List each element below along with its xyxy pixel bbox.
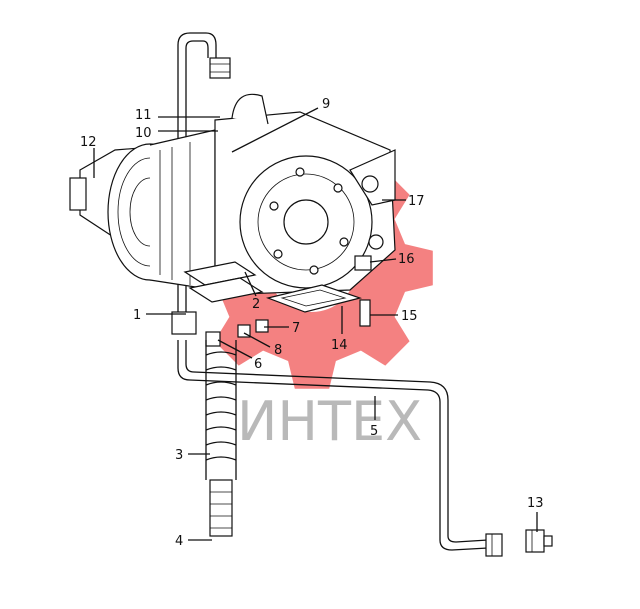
callout-12: 12 (80, 135, 97, 150)
callout-3: 3 (175, 448, 183, 463)
oil-return-pipe (177, 340, 503, 557)
watermark-text: ИНТЕХ (237, 390, 422, 453)
callout-8: 8 (274, 343, 282, 358)
callout-7: 7 (292, 321, 300, 336)
callout-14: 14 (331, 338, 348, 353)
oil-drain-hose (205, 340, 237, 537)
small-fittings (171, 311, 269, 347)
callout-17: 17 (408, 194, 425, 209)
callout-9: 9 (322, 97, 330, 112)
callout-11: 11 (135, 108, 152, 123)
oil-supply-pipe (177, 32, 231, 320)
gaskets (183, 255, 372, 327)
callout-4: 4 (175, 534, 183, 549)
callout-5: 5 (370, 424, 378, 439)
callout-15: 15 (401, 309, 418, 324)
fitting-13 (525, 529, 553, 553)
callout-10: 10 (135, 126, 152, 141)
callout-2: 2 (252, 297, 260, 312)
callout-6: 6 (254, 357, 262, 372)
turbine-housing (214, 93, 396, 296)
leader-lines (93, 107, 538, 541)
compressor-housing (69, 129, 216, 291)
callout-13: 13 (527, 496, 544, 511)
callout-16: 16 (398, 252, 415, 267)
callout-1: 1 (133, 308, 141, 323)
callout-labels: 1 2 3 4 5 6 7 8 9 10 11 12 13 14 15 16 1… (80, 97, 544, 549)
